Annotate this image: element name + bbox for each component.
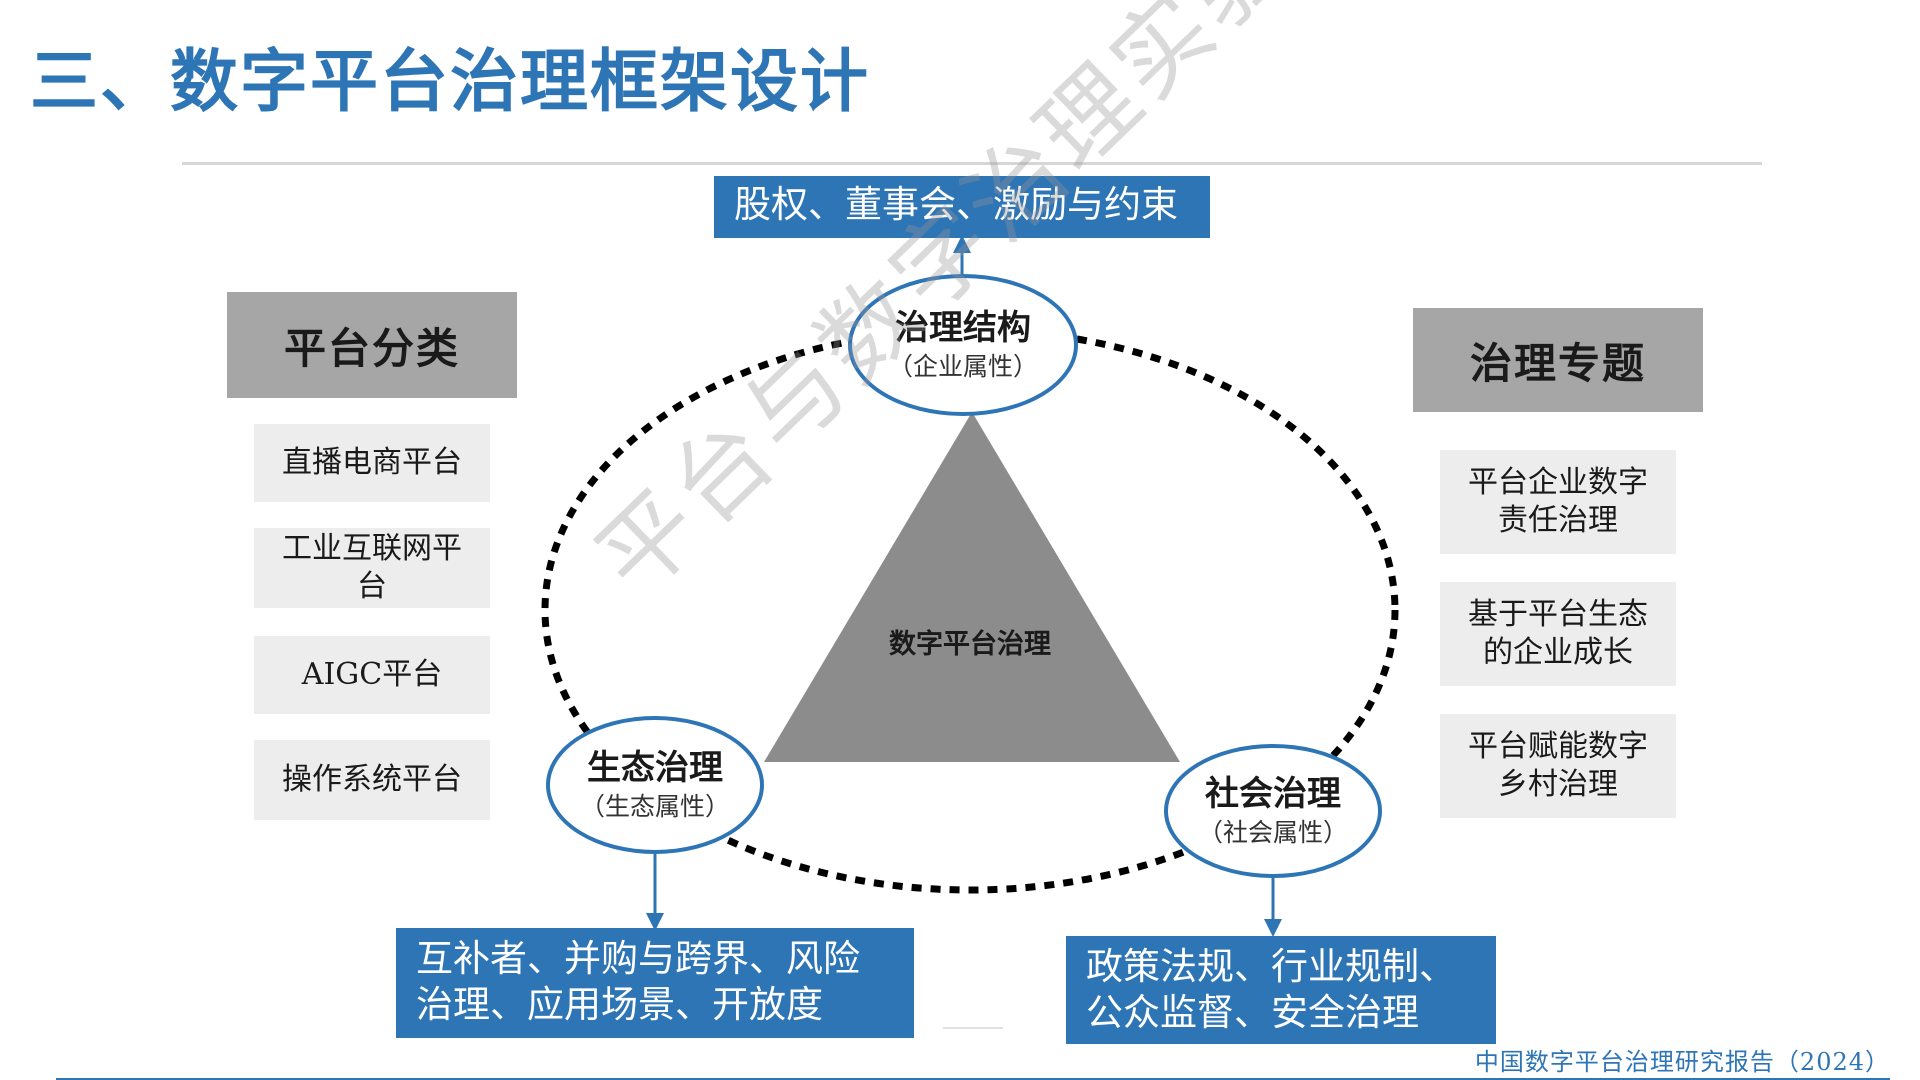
node-left-subtitle: （生态属性） <box>579 792 730 821</box>
platform-type-item: AIGC平台 <box>254 636 490 714</box>
center-triangle <box>764 412 1180 762</box>
callout-top: 股权、董事会、激励与约束 <box>714 176 1210 238</box>
platform-type-item: 直播电商平台 <box>254 424 490 502</box>
callout-top-text: 股权、董事会、激励与约束 <box>734 183 1178 226</box>
platform-type-line2: 台 <box>357 569 387 604</box>
title-divider <box>182 162 1762 165</box>
callout-right-line1: 政策法规、行业规制、 <box>1086 945 1456 988</box>
divider-fragment <box>943 1027 1003 1029</box>
callout-right: 政策法规、行业规制、 公众监督、安全治理 <box>1066 936 1496 1044</box>
node-social-governance: 社会治理 （社会属性） <box>1164 744 1382 878</box>
governance-topic-line1: 基于平台生态 <box>1468 597 1648 632</box>
node-left-title: 生态治理 <box>587 748 723 788</box>
governance-topic-line2: 责任治理 <box>1498 503 1618 538</box>
governance-topic-line2: 乡村治理 <box>1498 767 1618 802</box>
governance-topic-item: 基于平台生态的企业成长 <box>1440 582 1676 686</box>
callout-left-line2: 治理、应用场景、开放度 <box>416 983 823 1026</box>
callout-left: 互补者、并购与跨界、风险 治理、应用场景、开放度 <box>396 928 914 1038</box>
governance-topic-item: 平台企业数字责任治理 <box>1440 450 1676 554</box>
platform-type-line1: 工业互联网平 <box>282 531 462 566</box>
report-footer: 中国数字平台治理研究报告（2024） <box>1474 1048 1890 1076</box>
governance-topics-header: 治理专题 <box>1413 308 1703 412</box>
governance-topic-item: 平台赋能数字乡村治理 <box>1440 714 1676 818</box>
center-label: 数字平台治理 <box>889 629 1051 660</box>
governance-topic-line2: 的企业成长 <box>1483 635 1633 670</box>
governance-topic-line1: 平台赋能数字 <box>1468 729 1648 764</box>
platform-type-item: 操作系统平台 <box>254 740 490 820</box>
callout-left-line1: 互补者、并购与跨界、风险 <box>416 937 860 980</box>
node-right-subtitle: （社会属性） <box>1197 818 1348 847</box>
footer-divider <box>56 1078 1890 1080</box>
platform-types-header: 平台分类 <box>227 292 517 398</box>
platform-type-line1: 直播电商平台 <box>282 445 462 480</box>
callout-right-line2: 公众监督、安全治理 <box>1086 991 1419 1034</box>
platform-type-line1: AIGC平台 <box>301 657 443 692</box>
governance-topic-line1: 平台企业数字 <box>1468 465 1648 500</box>
node-top-subtitle: （企业属性） <box>887 352 1038 381</box>
platform-type-item: 工业互联网平台 <box>254 528 490 608</box>
node-ecosystem-governance: 生态治理 （生态属性） <box>546 716 764 854</box>
page-title: 三、数字平台治理框架设计 <box>30 43 871 122</box>
node-governance-structure: 治理结构 （企业属性） <box>848 274 1078 416</box>
node-right-title: 社会治理 <box>1205 774 1341 814</box>
platform-type-line1: 操作系统平台 <box>282 762 462 797</box>
node-top-title: 治理结构 <box>895 308 1031 348</box>
